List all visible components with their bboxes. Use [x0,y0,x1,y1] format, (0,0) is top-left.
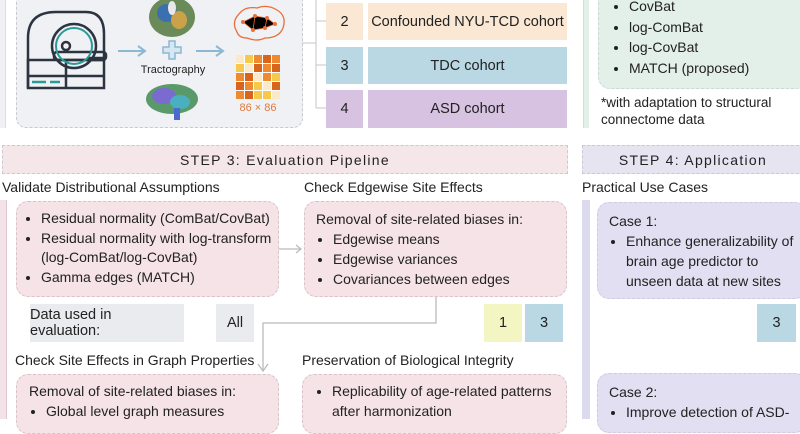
arrow-right-icon [196,45,225,57]
edgewise-heading: Check Edgewise Site Effects [304,179,483,195]
method-item: MATCH (proposed) [629,58,800,79]
case2-title: Case 2: [609,384,658,400]
graph-item: Global level graph measures [46,401,268,421]
step4-header: STEP 4: Application [582,145,800,174]
methods-note: *with adaptation to structural connectom… [601,95,772,127]
flow-connector-arrow [257,297,437,373]
bio-item: Replicability of age-related patterns af… [332,381,556,421]
cohort-badge-3: 3 [757,304,796,342]
connectivity-matrix-icon [236,55,280,99]
cohort-badge-3: 3 [525,304,563,342]
matrix-size-label: 86 × 86 [239,102,277,114]
case1-item: Enhance generalizability of brain age pr… [626,231,800,291]
validate-heading: Validate Distributional Assumptions [2,179,220,195]
bio-heading: Preservation of Biological Integrity [302,352,514,368]
data-used-label: Data used in evaluation: [30,304,184,342]
graph-box: Removal of site-related biases in: Globa… [16,374,279,434]
cohort-label-tdc: TDC cohort [368,47,567,84]
arrow-right-icon [279,244,302,254]
edgewise-item: Edgewise means [333,229,556,249]
brain-mri-image [149,0,195,37]
method-item: CovBat [629,0,800,17]
left-edge-strip [0,0,6,128]
use-cases-heading: Practical Use Cases [582,179,709,195]
validate-item: Gamma edges (MATCH) [41,268,274,288]
data-used-value: All [216,304,254,342]
edgewise-item: Edgewise variances [333,249,556,269]
bio-box: Replicability of age-related patterns af… [302,374,567,434]
mri-scanner-icon [26,10,108,90]
case1-title: Case 1: [609,213,658,229]
graph-heading: Check Site Effects in Graph Properties [15,352,255,368]
arrow-right-icon [118,45,147,57]
tractography-label: Tractography [140,64,206,76]
methods-side-strip [583,0,589,128]
cohort-badge-1: 1 [484,304,522,342]
cohort-label-asd: ASD cohort [368,90,567,128]
edgewise-box: Removal of site-related biases in: Edgew… [304,201,567,297]
methods-panel: CovBat log-ComBat log-CovBat MATCH (prop… [598,0,800,89]
cohort-label-confounded: Confounded NYU-TCD cohort [368,3,567,40]
method-item: log-ComBat [629,17,800,38]
case2-box: Case 2: Improve detection of ASD- [597,373,800,433]
validate-item: Residual normality with log-transform (l… [41,229,274,268]
tractography-brain-image [146,84,198,120]
graph-intro: Removal of site-related biases in: [29,383,236,399]
cohort-number-4: 4 [326,90,363,128]
cohort-connector-lines [302,0,326,109]
step3-header: STEP 3: Evaluation Pipeline [2,145,568,174]
method-item: log-CovBat [629,37,800,58]
edgewise-item: Covariances between edges [333,269,556,289]
cohort-number-2: 2 [326,3,363,40]
cohort-number-3: 3 [326,47,363,84]
plus-icon [162,40,182,60]
case1-box: Case 1: Enhance generalizability of brai… [597,202,800,299]
validate-item: Residual normality (ComBat/CovBat) [41,209,274,229]
brain-network-icon [233,5,285,41]
step4-side-strip [582,200,590,419]
case2-item: Improve detection of ASD- [626,402,796,422]
edgewise-intro: Removal of site-related biases in: [316,211,523,227]
step3-side-strip [0,200,7,419]
validate-box: Residual normality (ComBat/CovBat) Resid… [16,201,279,297]
